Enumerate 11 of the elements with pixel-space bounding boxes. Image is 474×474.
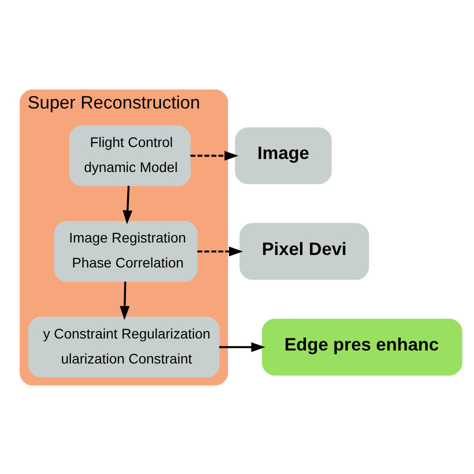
node-box: y Constraint Regularization ularization Constraint [28, 316, 220, 378]
node-box: Image Registration Phase Correlation [54, 220, 198, 282]
node-box: Edge pres enhanc [262, 318, 462, 376]
arrow [122, 185, 132, 224]
arrow [219, 342, 266, 352]
node-box: Image [235, 126, 332, 184]
arrow [197, 246, 243, 256]
arrow [120, 281, 130, 320]
node-box: Flight Control dynamic Model [69, 124, 191, 186]
node-box: Pixel Devi [240, 222, 370, 280]
arrow [190, 150, 238, 160]
